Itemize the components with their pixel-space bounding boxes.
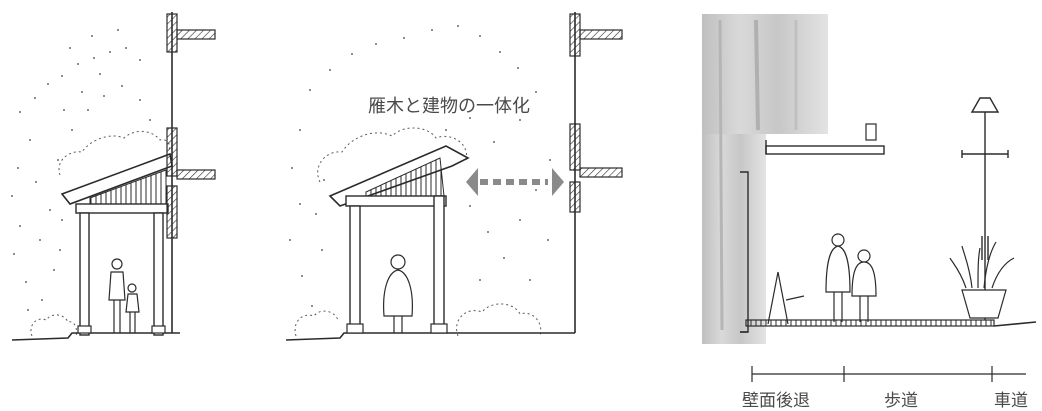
wall-column-upper (166, 13, 178, 53)
pedestrian-figures (108, 258, 140, 333)
flower-planter (949, 241, 1015, 319)
gangi-post-left (349, 205, 361, 327)
tree-foliage-stipple (11, 29, 151, 311)
gangi-beam (345, 195, 447, 207)
floor-slab-upper (579, 29, 623, 40)
pedestrian-figures (825, 233, 877, 322)
arrow-right-head (552, 168, 564, 196)
canopy-slab (765, 145, 885, 155)
street-lamp (961, 97, 1009, 320)
canopy-fascia-post (865, 123, 877, 141)
sidewalk-paving (745, 319, 995, 327)
ground-line (285, 332, 575, 341)
tree-canopy-outline (58, 131, 171, 176)
floor-slab-upper (176, 29, 216, 40)
wall-column-upper (569, 13, 581, 57)
zone-label-wall-setback: 壁面後退 (742, 391, 810, 411)
wall-column-lower (166, 185, 178, 239)
post-base (346, 323, 364, 334)
sketch-street-section (702, 14, 1037, 382)
wall-column-lower (569, 181, 581, 213)
gangi-post-right (153, 212, 164, 336)
gangi-beam (75, 203, 169, 214)
gangi-post-right (433, 195, 445, 327)
building-facade-wash (702, 14, 828, 134)
gangi-post-left (79, 212, 90, 336)
sketch-gangi-separate (11, 12, 216, 341)
post-base (77, 325, 92, 334)
sketch-gangi-integrated (285, 12, 623, 341)
wash-streak (718, 19, 724, 331)
wall-column-middle (166, 127, 178, 177)
lamp-head (970, 97, 1000, 113)
wash-streak (754, 19, 760, 131)
floor-slab-middle (579, 167, 623, 178)
caption-integration: 雁木と建物の一体化 (368, 96, 530, 117)
wall-column-middle (569, 123, 581, 171)
shrub (294, 310, 339, 337)
zone-dimension-line (751, 366, 1026, 382)
arrow-left-head (466, 168, 478, 196)
planter-pot (961, 289, 1007, 319)
floor-slab-middle (176, 169, 216, 180)
tree-foliage-stipple (289, 25, 551, 307)
standing-sign (767, 271, 805, 325)
shrub (30, 314, 77, 337)
post-base (430, 323, 448, 334)
zone-label-sidewalk: 歩道 (884, 391, 918, 411)
post-base (151, 325, 166, 334)
shrub (456, 303, 542, 337)
ground-line (11, 332, 180, 341)
roadway-line (993, 321, 1037, 327)
pedestrian-figure (383, 254, 413, 333)
zone-label-roadway: 車道 (994, 391, 1028, 411)
building-base-wash (702, 134, 766, 344)
tree-canopy-outline (317, 127, 468, 183)
integration-arrow (466, 168, 564, 196)
